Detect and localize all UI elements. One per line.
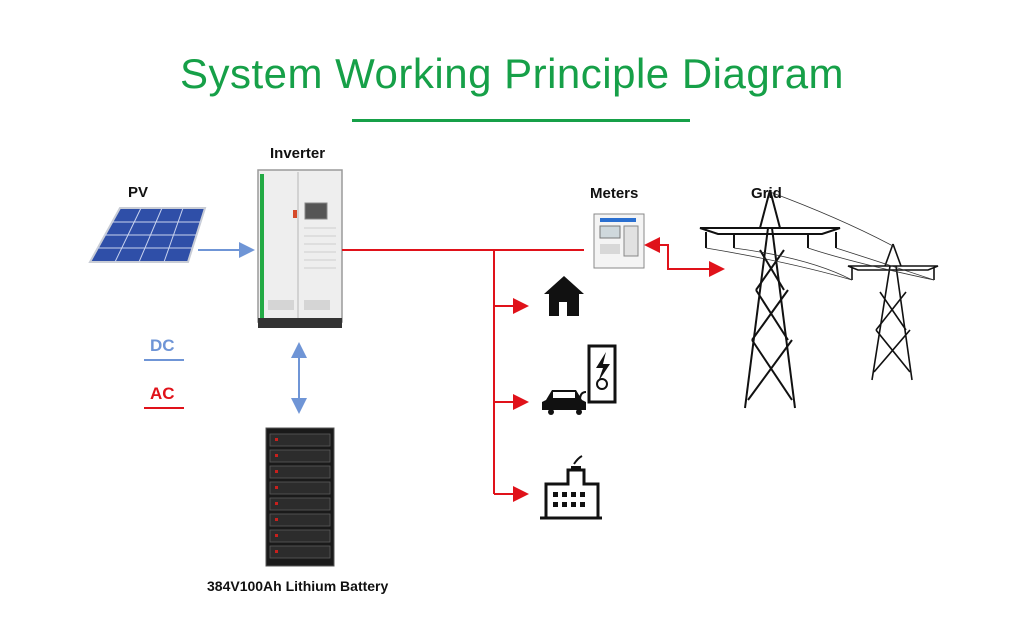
factory-icon <box>540 455 602 520</box>
power-line <box>705 191 935 281</box>
meter-icon <box>593 213 645 269</box>
legend-ac-label: AC <box>150 384 175 403</box>
power-tower-icon <box>847 243 939 381</box>
inverter-label: Inverter <box>270 145 326 162</box>
house-icon <box>544 276 584 316</box>
pv-label: PV <box>128 184 149 201</box>
meters-label: Meters <box>590 185 639 202</box>
legend-dc-label: DC <box>150 336 175 355</box>
legend-dc-line <box>144 359 184 361</box>
battery-rack-icon <box>265 427 335 567</box>
power-tower-icon <box>699 189 841 409</box>
solar-panel-icon <box>88 207 207 263</box>
grid-label: Grid <box>751 185 782 202</box>
title-underline <box>352 119 690 122</box>
legend-ac-line <box>144 407 184 409</box>
meter-grid-arrow <box>644 237 725 277</box>
ev-charger-icon <box>542 344 617 415</box>
battery-label: 384V100Ah Lithium Battery <box>207 578 389 594</box>
inverter-cabinet-icon <box>257 169 343 328</box>
diagram-title: System Working Principle Diagram <box>179 50 845 97</box>
